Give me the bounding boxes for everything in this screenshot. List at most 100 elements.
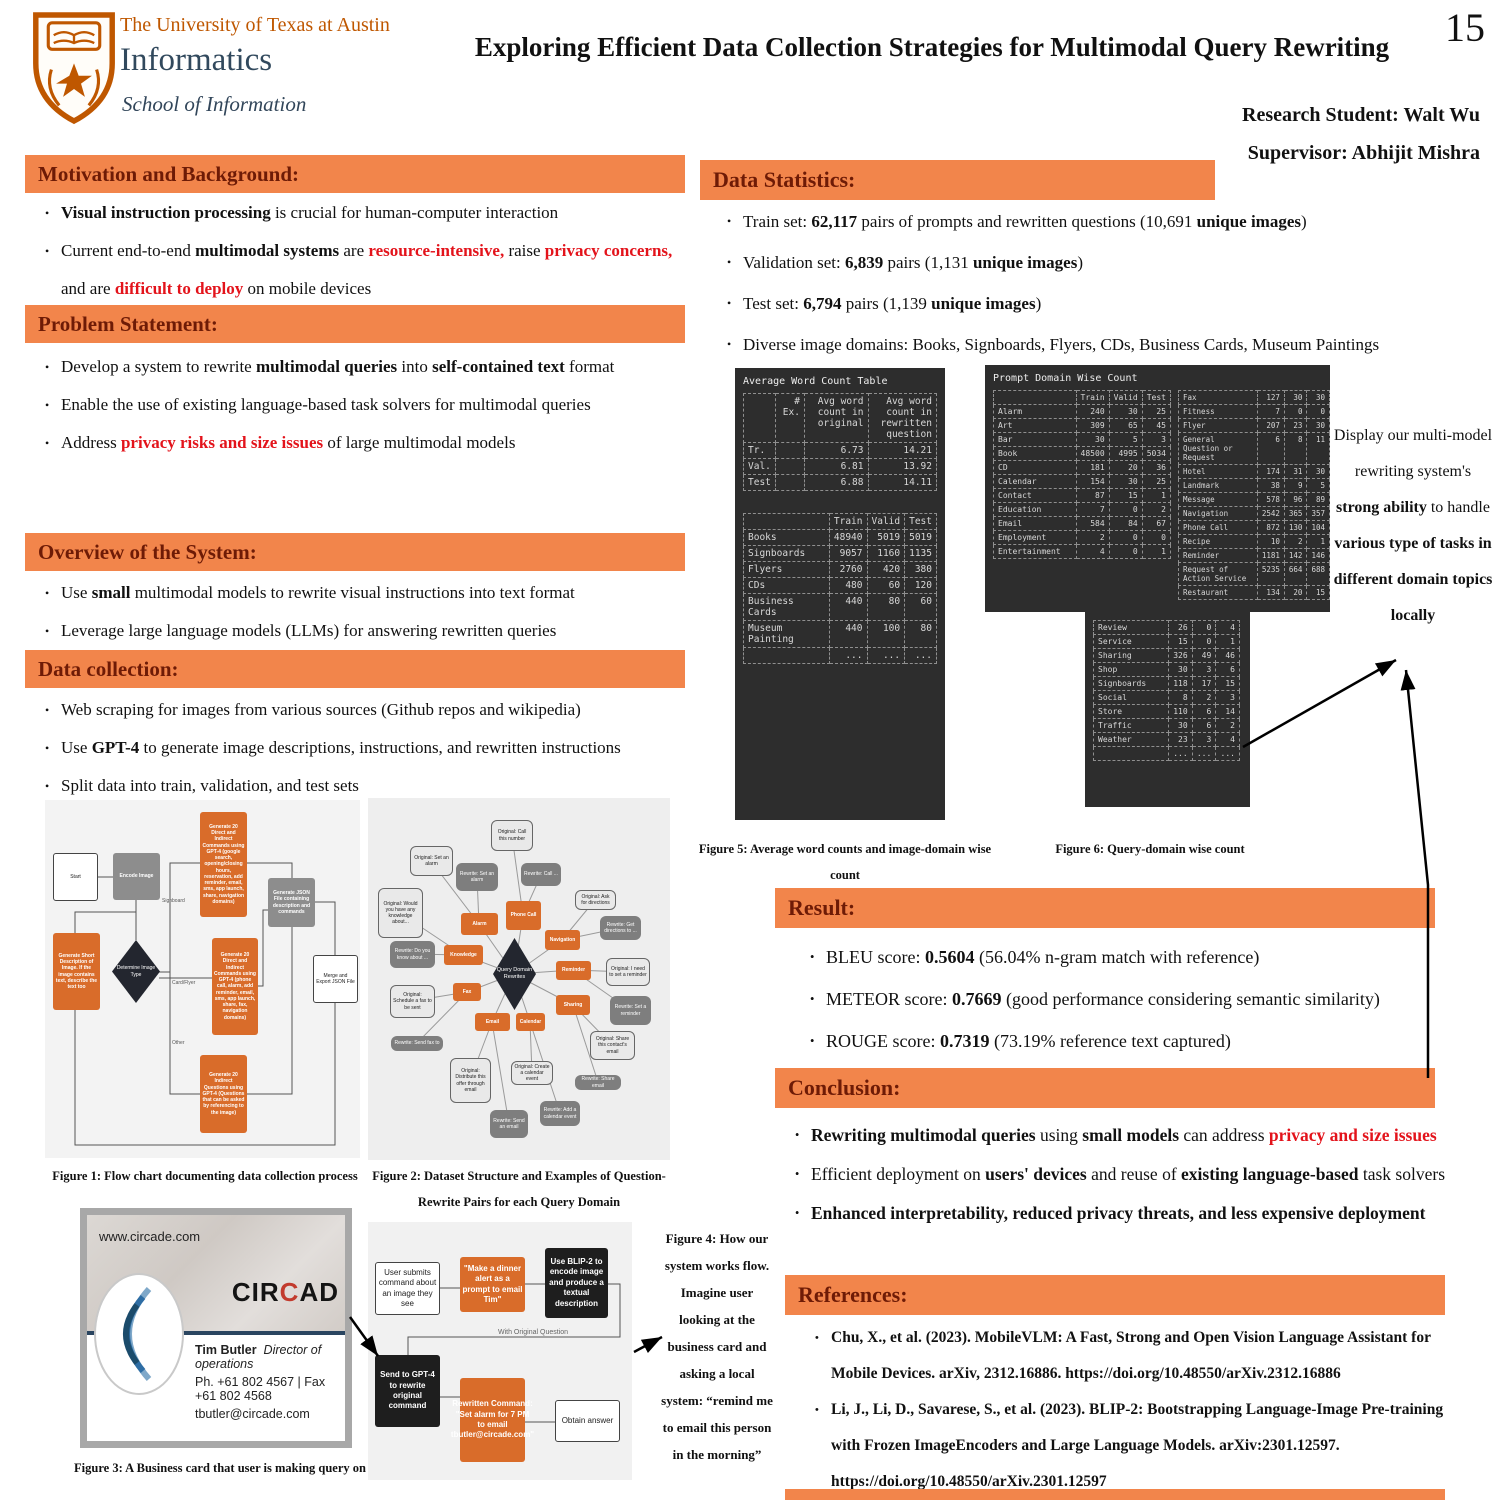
reference-item: •Chu, X., et al. (2023). MobileVLM: A Fa… [810, 1320, 1455, 1392]
bullet-item: •Visual instruction processing is crucia… [40, 194, 685, 232]
bullet-item: •Test set: 6,794 pairs (1,139 unique ima… [722, 283, 1492, 324]
figure3-business-card: www.circade.com CIRCAD Tim Butler Direct… [80, 1208, 352, 1448]
figure5-word-count-panel: Average Word Count Table # Ex.Avg word c… [735, 368, 945, 820]
bullet-dot: • [815, 1404, 819, 1416]
fig2-domain-phone-call: Phone Call [506, 901, 541, 930]
figure5-caption: Figure 5: Average word counts and image-… [698, 842, 992, 882]
fig1-node-encode: Encode Image [113, 853, 160, 900]
figure1-caption: Figure 1: Flow chart documenting data co… [52, 1169, 358, 1183]
section-header-collection: Data collection: [25, 650, 685, 688]
fig2-original-call: Original: Call this number [491, 820, 533, 851]
bullet-item: •Leverage large language models (LLMs) f… [40, 612, 685, 650]
bullet-item: •Diverse image domains: Books, Signboard… [722, 324, 1492, 365]
fig4-node-rewritten-command: Rewritten Command: "Set alarm for 7 PM t… [451, 1378, 534, 1462]
bullet-item: •Use small multimodal models to rewrite … [40, 574, 685, 612]
supervisor: Supervisor: Abhijit Mishra [1247, 142, 1480, 164]
fig2-domain-fax: Fax [453, 983, 481, 1001]
card-website: www.circade.com [99, 1229, 201, 1244]
poster-number: 15 [1445, 5, 1485, 50]
fig2-original-calendar: Original: Create a calendar event [511, 1061, 553, 1085]
bullet-item: •METEOR score: 0.7669 (good performance … [805, 978, 1465, 1020]
bullet-dot: • [727, 255, 732, 269]
bullet-dot: • [795, 1128, 800, 1142]
fig2-original-fax: Original: Schedule a fax to be sent [390, 985, 435, 1018]
fig2-rewrite-send-email: Rewrite: Send an email [490, 1110, 528, 1138]
problem-bullets: •Develop a system to rewrite multimodal … [40, 348, 640, 462]
fig2-original-knowledge: Original: Would you have any knowledge a… [378, 888, 423, 938]
fig2-rewrite-share: Rewrite: Share email [575, 1075, 621, 1090]
fig2-original-share: Original: Share this contact's email [590, 1031, 635, 1060]
bullet-item: •Efficient deployment on users' devices … [790, 1155, 1475, 1194]
references-bullets: •Chu, X., et al. (2023). MobileVLM: A Fa… [810, 1320, 1455, 1500]
figure6-caption: Figure 6: Query-domain wise count [1055, 842, 1245, 856]
bullet-item: •Enhanced interpretability, reduced priv… [790, 1194, 1475, 1233]
overview-bullets: •Use small multimodal models to rewrite … [40, 574, 685, 650]
fig2-domain-knowledge: Knowledge [444, 945, 483, 965]
bullet-dot: • [45, 206, 50, 220]
section-header-conclusion: Conclusion: [775, 1068, 1435, 1108]
bullet-dot: • [810, 950, 815, 964]
bullet-dot: • [727, 337, 732, 351]
bullet-item: •Current end-to-end multimodal systems a… [40, 232, 685, 308]
section-header-statistics: Data Statistics: [700, 160, 1215, 200]
bullet-dot: • [45, 703, 50, 717]
fig1-node-determine-type: Determine Image Type [112, 940, 160, 1003]
bullet-item: •Train set: 62,117 pairs of prompts and … [722, 201, 1492, 242]
fig1-branch-cardflyer: Card/Flyer [172, 980, 196, 986]
bullet-item: •BLEU score: 0.5604 (56.04% n-gram match… [805, 936, 1465, 978]
fig2-node-center: Query Domain Rewrites [493, 938, 536, 1010]
fig1-node-json-file: Generate JSON File containing descriptio… [268, 878, 315, 927]
fig6-table-title: Prompt Domain Wise Count [993, 373, 1138, 384]
card-brand-logo-text: CIRCAD [231, 1277, 339, 1307]
bullet-dot: • [795, 1167, 800, 1181]
fig4-node-gpt4-rewrite: Send to GPT-4 to rewrite original comman… [375, 1355, 440, 1427]
bullet-dot: • [810, 1034, 815, 1048]
author-block: Research Student: Walt Wu Supervisor: Ab… [1080, 96, 1480, 172]
fig2-domain-reminder: Reminder [556, 961, 591, 980]
fig2-rewrite-directions: Rewrite: Get directions to ... [600, 916, 641, 940]
figure2-caption: Figure 2: Dataset Structure and Examples… [372, 1169, 666, 1209]
ut-shield-logo [33, 12, 115, 125]
bullet-dot: • [815, 1332, 819, 1344]
card-phone-fax: Ph. +61 802 4567 | Fax +61 802 4568 [195, 1375, 326, 1403]
fig2-domain-navigation: Navigation [545, 930, 580, 950]
fig2-original-alarm: Original: Set an alarm [410, 846, 453, 876]
bullet-item: •Develop a system to rewrite multimodal … [40, 348, 640, 386]
figure3-caption: Figure 3: A Business card that user is m… [74, 1461, 366, 1475]
card-name-role: Tim Butler Director of operations [195, 1343, 322, 1371]
fig5-table-title: Average Word Count Table [743, 376, 888, 387]
fig1-node-description: Generate Short Description of Image. If … [53, 933, 100, 1010]
table-row: ......... [743, 647, 937, 664]
fig1-node-merge-export: Merge and Export JSON File [313, 955, 358, 1003]
bottom-section-bar [785, 1489, 1445, 1500]
